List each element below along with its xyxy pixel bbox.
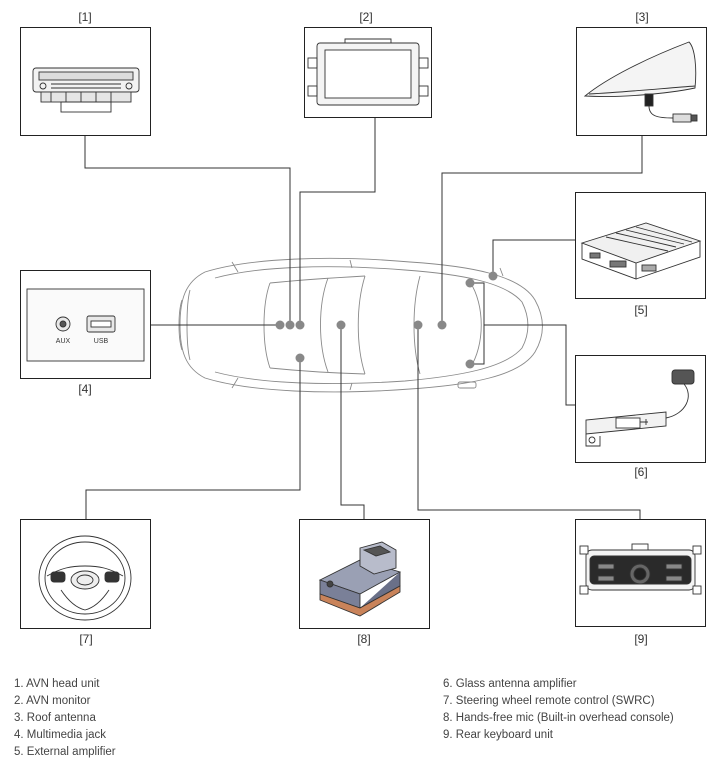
legend-item: 4. Multimedia jack bbox=[14, 729, 107, 741]
component-label-6: [6] bbox=[634, 465, 648, 479]
monitor-box bbox=[304, 27, 432, 118]
dot-amp-c bbox=[465, 359, 475, 369]
legend-item: 5. External amplifier bbox=[14, 746, 116, 758]
dot-multimedia-jack bbox=[275, 320, 285, 330]
legend-right: 6. Glass antenna amplifier 7. Steering w… bbox=[443, 676, 674, 744]
connection-dots bbox=[275, 271, 498, 369]
connection-lines bbox=[84, 118, 643, 519]
monitor-icon bbox=[307, 38, 429, 106]
component-label-1: [1] bbox=[78, 10, 92, 24]
head-unit-box bbox=[20, 27, 151, 136]
legend-item: 6. Glass antenna amplifier bbox=[443, 678, 577, 690]
dot-roof-antenna bbox=[437, 320, 447, 330]
microphone-module-icon bbox=[318, 541, 402, 617]
antenna-amplifier-box bbox=[575, 355, 706, 463]
component-label-2: [2] bbox=[359, 10, 373, 24]
multimedia-jack-box: AUX USB bbox=[20, 270, 151, 379]
component-label-9: [9] bbox=[634, 632, 648, 646]
antenna-amplifier-icon bbox=[585, 369, 695, 447]
multimedia-jack-icon: AUX USB bbox=[26, 288, 145, 362]
legend-item: 7. Steering wheel remote control (SWRC) bbox=[443, 695, 655, 707]
dot-head-unit bbox=[285, 320, 295, 330]
keyboard-unit-icon bbox=[579, 543, 702, 595]
dot-monitor bbox=[295, 320, 305, 330]
dot-mic bbox=[336, 320, 346, 330]
legend-item: 8. Hands-free mic (Built-in overhead con… bbox=[443, 712, 674, 724]
roof-antenna-box bbox=[576, 27, 707, 136]
component-label-7: [7] bbox=[79, 632, 93, 646]
usb-label: USB bbox=[94, 338, 109, 345]
head-unit-icon bbox=[32, 67, 140, 113]
amplifier-box bbox=[575, 192, 706, 299]
keyboard-unit-box bbox=[575, 519, 706, 627]
legend-item: 3. Roof antenna bbox=[14, 712, 96, 724]
legend-item: 9. Rear keyboard unit bbox=[443, 729, 553, 741]
dot-swrc bbox=[295, 353, 305, 363]
legend-item: 2. AVN monitor bbox=[14, 695, 91, 707]
microphone-box bbox=[299, 519, 430, 629]
component-label-5: [5] bbox=[634, 303, 648, 317]
amplifier-icon bbox=[580, 222, 702, 280]
component-label-8: [8] bbox=[357, 632, 371, 646]
steering-wheel-box bbox=[20, 519, 151, 629]
steering-wheel-icon bbox=[38, 535, 132, 621]
legend-item: 1. AVN head unit bbox=[14, 678, 100, 690]
dot-amp-b bbox=[488, 271, 498, 281]
dot-keyboard bbox=[413, 320, 423, 330]
legend-left: 1. AVN head unit 2. AVN monitor 3. Roof … bbox=[14, 676, 116, 761]
shark-fin-antenna-icon bbox=[583, 41, 698, 123]
aux-label: AUX bbox=[56, 338, 71, 345]
component-label-3: [3] bbox=[635, 10, 649, 24]
dot-amp-a bbox=[465, 278, 475, 288]
component-label-4: [4] bbox=[78, 382, 92, 396]
